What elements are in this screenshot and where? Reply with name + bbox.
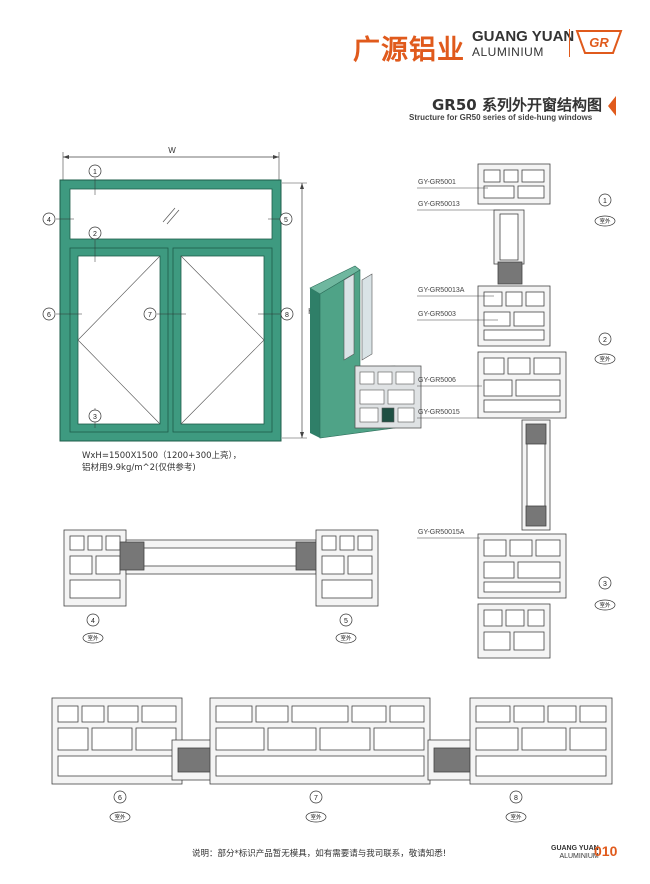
brand-separator xyxy=(569,29,570,57)
section-marker-8: 8 xyxy=(509,790,523,804)
brand-logo-icon: GR xyxy=(575,30,623,54)
svg-text:2: 2 xyxy=(93,231,97,238)
width-dimension-label: W xyxy=(168,146,176,155)
part-code: GY-GR5006 xyxy=(418,377,456,384)
title-arrow-icon xyxy=(608,96,616,116)
page-title-en: Structure for GR50 series of side-hung w… xyxy=(409,113,593,122)
footer-brand: GUANG YUAN ALUMINIUM xyxy=(551,845,599,861)
part-code: GY-GR50013A xyxy=(418,287,465,294)
svg-text:6: 6 xyxy=(118,795,122,802)
vertical-section-drawing: 1 2 3 室外 室外 室外 xyxy=(417,163,616,659)
footer-brand-line2: ALUMINIUM xyxy=(559,853,599,860)
part-code: GY-GR5001 xyxy=(418,179,456,186)
section-marker-5: 5 xyxy=(339,613,353,627)
section-marker-1: 1 xyxy=(598,193,612,207)
svg-text:8: 8 xyxy=(514,795,518,802)
part-code: GY-GR50015 xyxy=(418,409,460,416)
outside-label-7: 室外 xyxy=(310,813,322,821)
page-title-cn: GR50 系列外开窗结构图 xyxy=(432,96,602,114)
section-marker-6: 6 xyxy=(113,790,127,804)
brand-name-en-line2: ALUMINIUM xyxy=(472,45,544,59)
svg-text:4: 4 xyxy=(47,217,51,224)
svg-text:7: 7 xyxy=(314,795,318,802)
section-marker-7: 7 xyxy=(309,790,323,804)
marker-8: 8 xyxy=(280,307,294,321)
svg-text:5: 5 xyxy=(344,618,348,625)
sash-section-drawing: 6 7 8 室外 室外 室外 xyxy=(51,697,613,823)
brand-name-en-line1: GUANG YUAN xyxy=(472,28,575,45)
horizontal-section-drawing: 4 5 室外 室外 xyxy=(63,529,379,644)
svg-text:1: 1 xyxy=(93,169,97,176)
outside-label-2: 室外 xyxy=(599,355,611,363)
outside-label-8: 室外 xyxy=(510,813,522,821)
footer-brand-line1: GUANG YUAN xyxy=(551,845,599,852)
svg-text:7: 7 xyxy=(148,312,152,319)
brand-logo-mark: GR xyxy=(589,35,609,50)
window-elevation-drawing: W H 1 2 3 4 5 6 xyxy=(42,146,314,442)
svg-text:6: 6 xyxy=(47,312,51,319)
svg-text:1: 1 xyxy=(603,198,607,205)
marker-5: 5 xyxy=(279,212,293,226)
outside-label-4: 室外 xyxy=(87,634,99,642)
spec-line-2: 铝材用9.9kg/m^2(仅供参考) xyxy=(82,463,196,473)
section-marker-4: 4 xyxy=(86,613,100,627)
outside-label-3: 室外 xyxy=(599,601,611,609)
spec-line-1: WxH=1500X1500（1200+300上亮）， xyxy=(82,451,242,461)
marker-4: 4 xyxy=(42,212,56,226)
section-marker-3: 3 xyxy=(598,576,612,590)
profile-3d-render xyxy=(309,265,422,439)
section-marker-2: 2 xyxy=(598,332,612,346)
marker-3: 3 xyxy=(88,409,102,423)
svg-text:3: 3 xyxy=(93,414,97,421)
footer-note: 说明：部分*标识产品暂无模具，如有需要请与我司联系，敬请知悉! xyxy=(192,849,447,859)
outside-label-5: 室外 xyxy=(340,634,352,642)
outside-label-6: 室外 xyxy=(114,813,126,821)
svg-text:8: 8 xyxy=(285,312,289,319)
svg-text:2: 2 xyxy=(603,337,607,344)
part-code: GY-GR50015A xyxy=(418,529,465,536)
marker-2: 2 xyxy=(88,226,102,240)
page-number: 010 xyxy=(594,843,618,859)
marker-6: 6 xyxy=(42,307,56,321)
part-code: GY-GR50013 xyxy=(418,201,460,208)
part-code: GY-GR5003 xyxy=(418,311,456,318)
svg-text:4: 4 xyxy=(91,618,95,625)
svg-text:3: 3 xyxy=(603,581,607,588)
outside-label-1: 室外 xyxy=(599,217,611,225)
brand-name-cn: 广源铝业 xyxy=(353,35,465,66)
svg-text:5: 5 xyxy=(284,217,288,224)
marker-1: 1 xyxy=(88,164,102,178)
marker-7: 7 xyxy=(143,307,157,321)
